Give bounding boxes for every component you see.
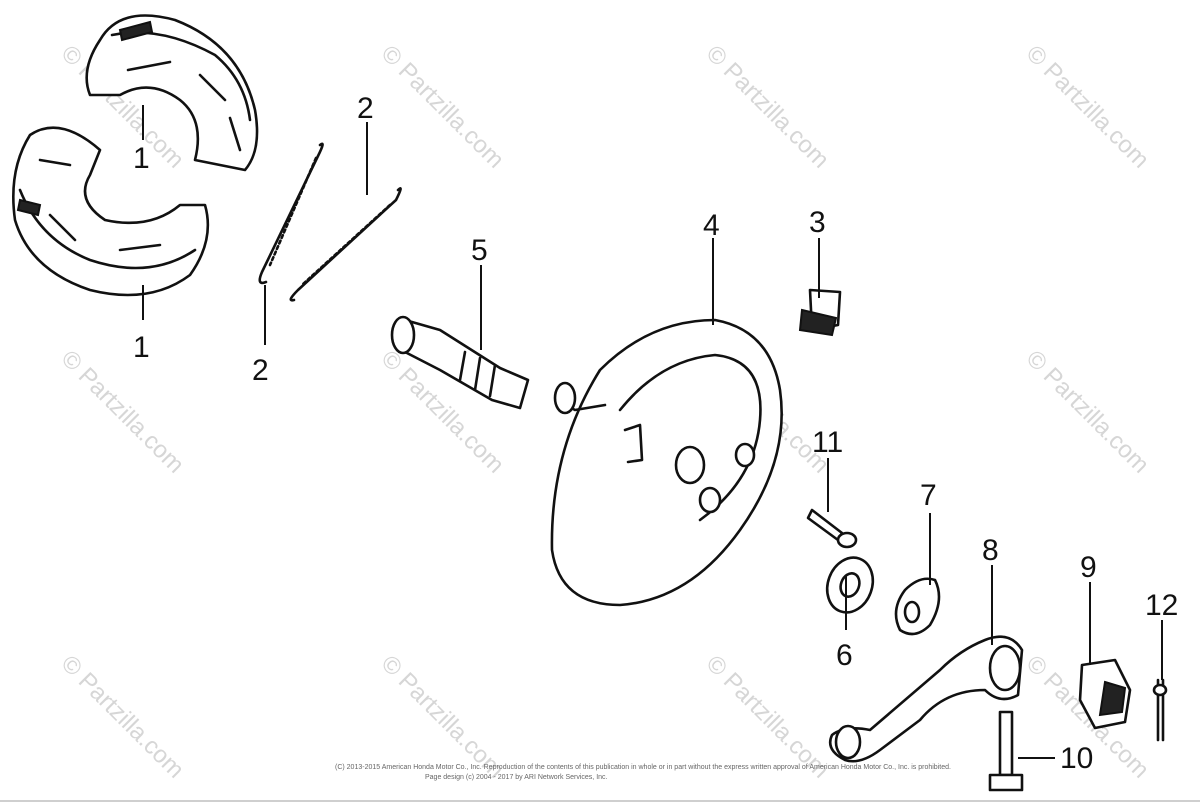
bottom-divider — [0, 800, 1200, 802]
callout-2-lower: 2 — [252, 354, 269, 387]
callout-12: 12 — [1145, 589, 1178, 622]
cotter-pin — [1152, 678, 1168, 742]
copyright-line: (C) 2013-2015 American Honda Motor Co., … — [335, 764, 951, 771]
watermark: © Partzilla.com — [1021, 345, 1154, 478]
callout-3: 3 — [809, 206, 826, 239]
callout-1-upper: 1 — [133, 142, 150, 175]
copyright-notice: (C) 2013-2015 American Honda Motor Co., … — [335, 763, 951, 783]
watermark: © Partzilla.com — [56, 650, 189, 783]
callout-1-lower: 1 — [133, 331, 150, 364]
screw — [806, 508, 858, 549]
spring-right — [289, 187, 402, 302]
callout-4: 4 — [703, 209, 720, 242]
castle-nut — [1078, 658, 1132, 730]
callout-10: 10 — [1060, 742, 1093, 775]
brake-panel — [550, 318, 783, 607]
bolt — [988, 710, 1024, 792]
callout-11: 11 — [812, 426, 843, 459]
watermark: © Partzilla.com — [376, 40, 509, 173]
watermark: © Partzilla.com — [56, 345, 189, 478]
callout-numbers: 1 1 2 2 3 4 5 6 7 8 9 10 11 12 — [133, 92, 1178, 775]
page-design-line: Page design (c) 2004 - 2017 by ARI Netwo… — [425, 774, 608, 781]
washer — [825, 556, 875, 614]
callout-8: 8 — [982, 534, 999, 567]
brake-shoe-lower — [12, 126, 210, 297]
brake-arm — [828, 635, 1024, 763]
callout-6: 6 — [836, 639, 853, 672]
fitting-part-3 — [798, 288, 842, 337]
watermark: © Partzilla.com — [1021, 40, 1154, 173]
callout-7: 7 — [920, 479, 937, 512]
leader-lines — [142, 105, 1163, 759]
callout-5: 5 — [471, 234, 488, 267]
callout-9: 9 — [1080, 551, 1097, 584]
spring-left — [258, 142, 324, 285]
callout-2-upper: 2 — [357, 92, 374, 125]
brake-shoe-upper — [85, 14, 259, 172]
brake-cam — [390, 315, 530, 410]
wear-indicator-plate — [894, 577, 941, 636]
watermark: © Partzilla.com — [701, 40, 834, 173]
